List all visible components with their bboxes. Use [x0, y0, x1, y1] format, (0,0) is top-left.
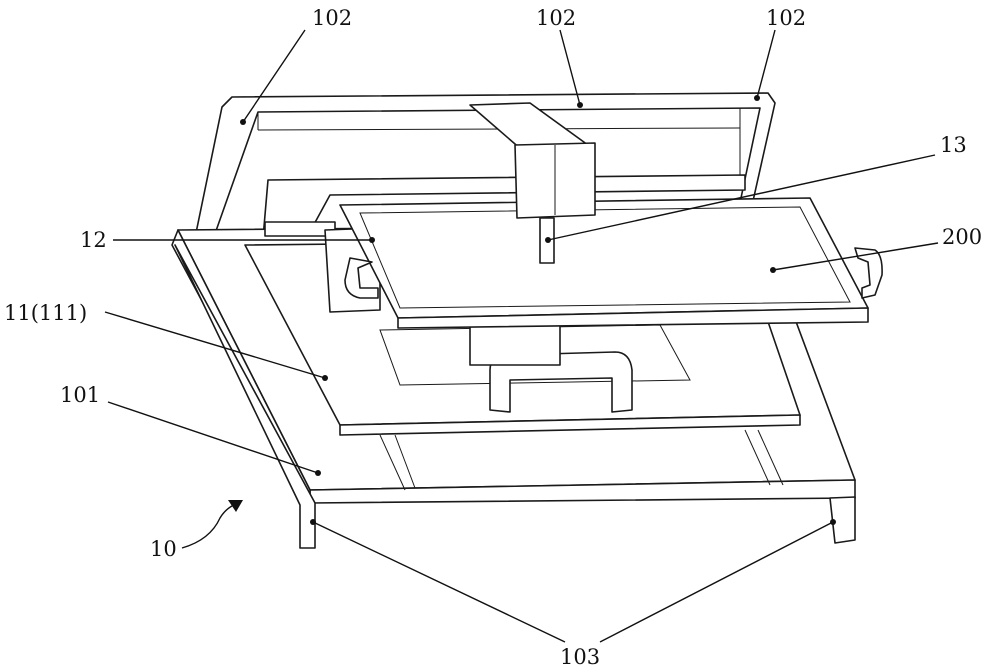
label-13: 13: [940, 133, 967, 157]
label-11-111: 11(111): [4, 301, 87, 325]
label-10: 10: [150, 537, 177, 561]
label-200: 200: [942, 225, 982, 249]
label-12: 12: [80, 228, 107, 252]
label-103: 103: [560, 645, 600, 669]
label-101: 101: [60, 383, 100, 407]
label-102-right: 102: [766, 6, 806, 30]
tray-200: [340, 198, 882, 328]
label-102-left: 102: [312, 6, 352, 30]
label-102-center: 102: [536, 6, 576, 30]
